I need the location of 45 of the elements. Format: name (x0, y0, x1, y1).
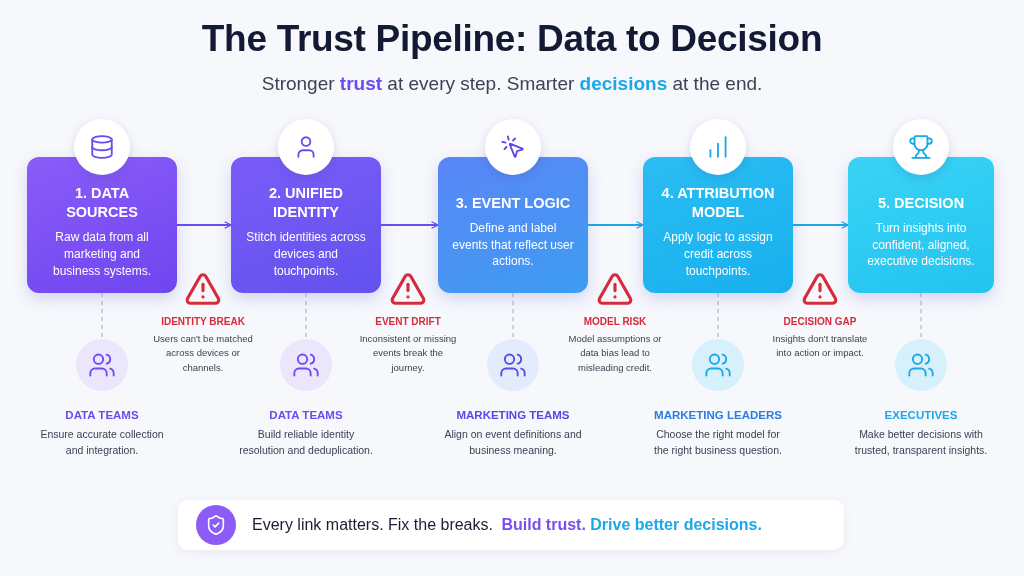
dashed-connector (717, 292, 719, 340)
risk-title: DECISION GAP (783, 316, 857, 327)
step-title: 2. UNIFIED IDENTITY (267, 184, 345, 223)
team-description: Ensure accurate collection and integration. (39, 427, 165, 458)
dashed-connector (101, 292, 103, 340)
step-box (27, 157, 177, 293)
arrow (381, 221, 439, 229)
step-description: Apply logic to assign credit across touchpoints. (662, 229, 774, 280)
step-box (643, 157, 793, 293)
title: The Trust Pipeline: Data to Decision (201, 18, 823, 60)
risk-description: Inconsistent or missing events break the journey. (358, 332, 458, 375)
step-box (438, 157, 588, 293)
arrow (793, 221, 849, 229)
team-name: MARKETING LEADERS (654, 409, 782, 421)
team-name: DATA TEAMS (65, 409, 139, 421)
risk-title: MODEL RISK (583, 316, 647, 327)
step-description: Define and label events that reflect user actions. (451, 219, 575, 271)
step-description: Raw data from all marketing and business systems. (51, 229, 152, 280)
subtitle: Stronger trust at every step. Smarter decisions at the end. (261, 73, 763, 95)
footer-text: Every link matters. Fix the breaks. Build trust. Drive better decisions. (252, 516, 762, 534)
risk-description: Model assumptions or data bias lead to misleading credit. (567, 332, 663, 375)
arrow (588, 221, 644, 229)
team-description: Align on event definitions and business meaning. (443, 427, 583, 458)
risk-description: Users can't be matched across devices or channels. (152, 332, 254, 375)
step-title: 4. ATTRIBUTION MODEL (660, 184, 776, 223)
dashed-connector (305, 292, 307, 340)
step-title: 5. DECISION (876, 193, 966, 213)
team-name: MARKETING TEAMS (456, 409, 570, 421)
step-box (848, 157, 994, 293)
risk-title: EVENT DRIFT (375, 316, 441, 327)
team-name: DATA TEAMS (269, 409, 343, 421)
step-title: 3. EVENT LOGIC (454, 193, 572, 213)
team-description: Make better decisions with trusted, transparent insights. (853, 427, 989, 458)
step-box (231, 157, 381, 293)
step-title: 1. DATA SOURCES (65, 184, 139, 223)
risk-description: Insights don't translate into action or impact. (771, 332, 869, 361)
team-description: Build reliable identity resolution and deduplication. (238, 427, 374, 458)
dashed-connector (512, 292, 514, 340)
step-description: Turn insights into confident, aligned, executive decisions. (866, 219, 976, 271)
arrow (177, 221, 232, 229)
team-description: Choose the right model for the right business question. (653, 427, 783, 458)
risk-title: IDENTITY BREAK (161, 316, 245, 327)
team-name: EXECUTIVES (884, 409, 958, 421)
dashed-connector (920, 292, 922, 340)
step-description: Stitch identities across devices and touchpoints. (245, 229, 367, 280)
